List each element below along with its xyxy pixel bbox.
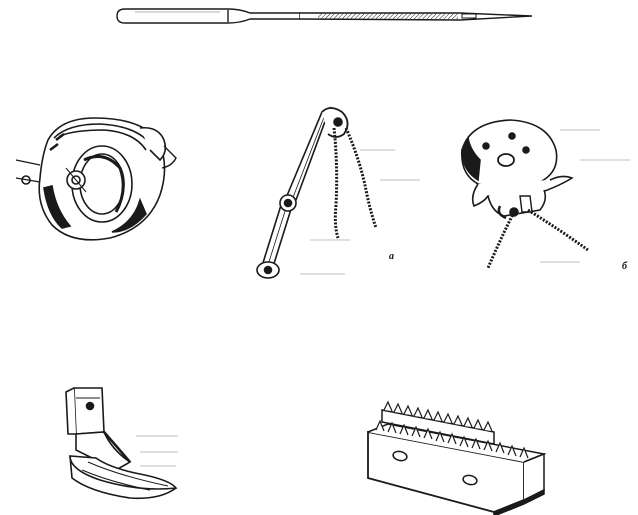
label-a: а <box>389 251 394 262</box>
feed-dog-rack-icon <box>367 400 547 515</box>
rotary-shuttle-hook-icon <box>15 117 177 241</box>
sewing-needle-icon <box>116 8 533 24</box>
presser-foot-icon <box>65 387 178 500</box>
bobbin-case-icon <box>461 119 630 269</box>
label-b: б <box>622 261 627 272</box>
take-up-lever-icon <box>256 106 420 279</box>
